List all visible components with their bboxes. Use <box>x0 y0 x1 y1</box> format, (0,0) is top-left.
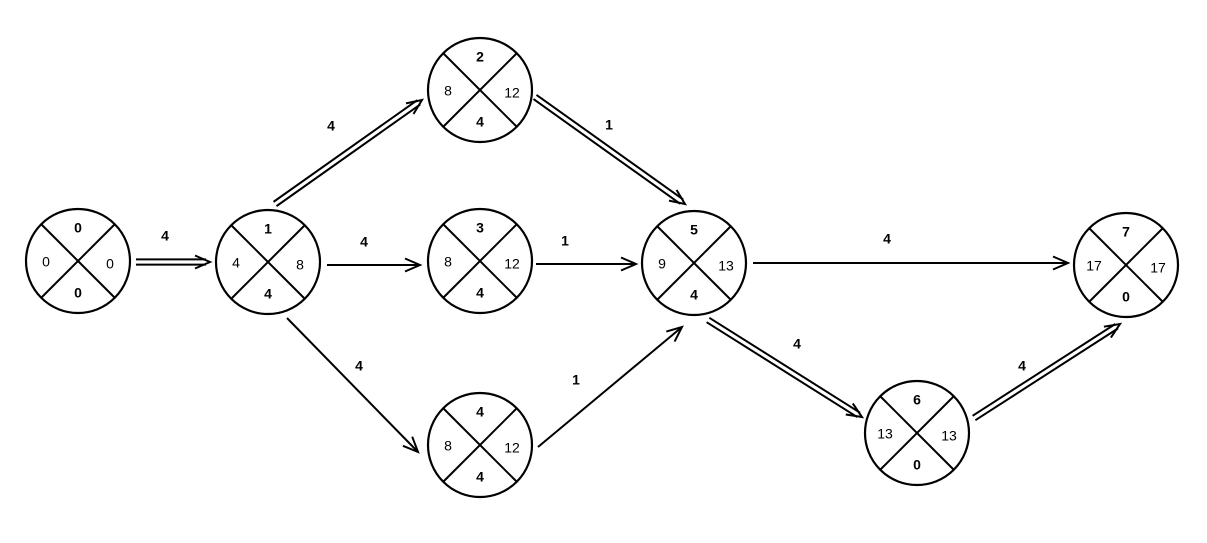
node-divider <box>879 395 955 471</box>
node-number: 2 <box>476 49 484 65</box>
arrowhead-icon <box>402 436 420 454</box>
node-slack: 0 <box>74 285 82 301</box>
node-number: 5 <box>690 222 698 238</box>
node-divider <box>1088 227 1164 303</box>
node-slack: 0 <box>1122 289 1130 305</box>
edge-line-a <box>706 321 858 418</box>
edge-1-to-3 <box>327 257 423 273</box>
edge-duration-label: 4 <box>883 231 891 247</box>
node-divider <box>442 52 518 128</box>
edge-5-to-6 <box>706 316 865 419</box>
edge-line-a <box>532 98 681 205</box>
node-number: 1 <box>264 221 272 237</box>
node-slack: 4 <box>690 287 698 303</box>
node-late-time: 0 <box>106 256 114 272</box>
arrowhead-icon <box>1052 255 1071 271</box>
edge-duration-label: 1 <box>605 117 613 133</box>
edge-line-a <box>275 103 421 207</box>
event-node-6: 6 13 13 0 <box>863 379 971 487</box>
node-slack: 0 <box>913 457 921 473</box>
node-late-time: 17 <box>1150 260 1166 276</box>
edge-duration-label: 1 <box>572 372 580 388</box>
node-early-time: 8 <box>444 438 452 454</box>
edge-duration-label: 4 <box>360 234 368 250</box>
event-node-1: 1 4 8 4 <box>214 208 322 316</box>
edge-line <box>537 326 683 448</box>
node-early-time: 17 <box>1086 258 1102 274</box>
nodes-layer: 0 0 0 0 1 4 8 4 2 8 12 4 3 8 12 4 4 8 12 4 5 9 13 4 6 13 13 0 7 17 17 0 <box>24 36 1180 499</box>
event-node-0: 0 0 0 0 <box>24 207 132 315</box>
edge-duration-label: 4 <box>355 358 363 374</box>
node-slack: 4 <box>476 469 484 485</box>
edge-0-to-1 <box>136 254 213 270</box>
node-early-time: 8 <box>444 254 452 270</box>
edge-5-to-7 <box>753 255 1071 271</box>
node-number: 4 <box>476 404 484 420</box>
edge-line <box>286 317 419 453</box>
node-slack: 4 <box>264 286 272 302</box>
edge-duration-label: 4 <box>793 336 801 352</box>
node-early-time: 4 <box>232 255 240 271</box>
edge-line-a <box>974 327 1119 422</box>
edge-duration-label: 4 <box>161 228 169 244</box>
node-early-time: 9 <box>658 256 666 272</box>
event-node-4: 4 8 12 4 <box>426 391 534 499</box>
node-number: 0 <box>74 220 82 236</box>
edge-labels-layer: 4 4 4 4 1 1 1 4 4 4 <box>161 117 1026 388</box>
edge-1-to-2 <box>272 98 425 207</box>
arrowhead-icon <box>620 256 639 272</box>
edge-duration-label: 4 <box>1018 358 1026 374</box>
node-number: 6 <box>913 392 921 408</box>
event-node-5: 5 9 13 4 <box>640 209 748 317</box>
node-divider <box>442 223 518 299</box>
edge-6-to-7 <box>972 322 1123 422</box>
edge-1-to-4 <box>286 317 420 454</box>
edge-line-b <box>972 323 1116 417</box>
arrowhead-icon <box>194 254 213 270</box>
edge-duration-label: 4 <box>327 118 335 134</box>
node-early-time: 13 <box>877 426 893 442</box>
node-early-time: 0 <box>42 254 50 270</box>
node-early-time: 8 <box>444 83 452 99</box>
arrowhead-icon <box>668 189 688 206</box>
edge-line-b <box>535 94 684 201</box>
event-node-7: 7 17 17 0 <box>1072 211 1180 319</box>
node-late-time: 13 <box>718 258 734 274</box>
edge-duration-label: 1 <box>561 233 569 249</box>
node-number: 7 <box>1122 224 1130 240</box>
arrowhead-icon <box>845 402 865 419</box>
node-number: 3 <box>476 220 484 236</box>
node-divider <box>442 407 518 483</box>
node-late-time: 8 <box>296 257 304 273</box>
edge-3-to-5 <box>536 256 639 272</box>
node-divider <box>230 224 306 300</box>
edge-2-to-5 <box>532 94 688 206</box>
event-node-3: 3 8 12 4 <box>426 207 534 315</box>
edges-layer <box>136 94 1123 454</box>
node-late-time: 13 <box>941 428 957 444</box>
event-node-2: 2 8 12 4 <box>426 36 534 144</box>
edge-4-to-5 <box>537 325 684 448</box>
node-late-time: 12 <box>504 256 520 272</box>
node-slack: 4 <box>476 285 484 301</box>
node-late-time: 12 <box>504 440 520 456</box>
arrowhead-icon <box>405 98 425 115</box>
node-slack: 4 <box>476 114 484 130</box>
edge-line-b <box>708 316 861 414</box>
edge-line-b <box>272 99 418 203</box>
arrowhead-icon <box>404 257 423 273</box>
arrowhead-icon <box>1103 322 1123 339</box>
node-divider <box>40 223 116 299</box>
arrowhead-icon <box>666 325 684 343</box>
node-late-time: 12 <box>504 85 520 101</box>
node-divider <box>656 225 732 301</box>
